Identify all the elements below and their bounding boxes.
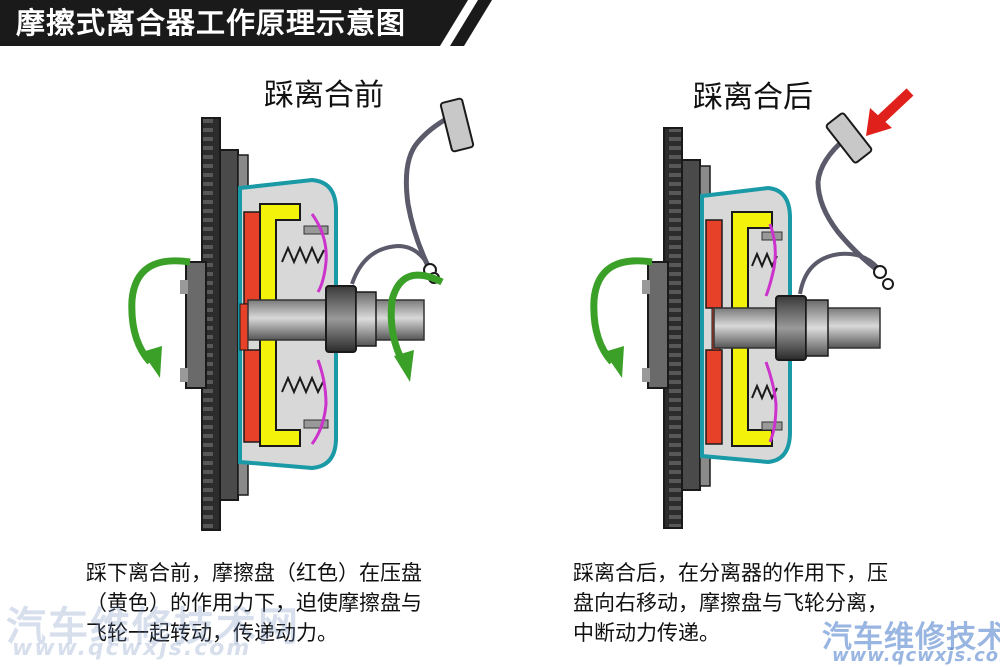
press-arrow (874, 88, 914, 126)
diaphragm-upper (764, 223, 777, 297)
clutch-pedal (439, 97, 475, 153)
caption-line: 飞轮一起转动，传递动力。 (86, 621, 338, 645)
caption-line: 踩离合后，在分离器的作用下，压 (573, 561, 888, 585)
diaphragm-upper (310, 213, 328, 293)
rotation-arrow-left (590, 257, 653, 365)
watermark-text: 汽车维修技术网 (822, 620, 1000, 655)
pressure-plate (731, 211, 773, 447)
diagram-after (590, 88, 914, 529)
diaphragm-lower (310, 359, 328, 445)
rotation-arrow-left (128, 257, 191, 365)
page-title: 摩擦式离合器工作原理示意图 (16, 6, 407, 40)
panel-title-after: 踩离合后 (693, 80, 813, 115)
caption-line: 盘向右移动，摩擦盘与飞轮分离， (573, 591, 888, 615)
clutch-pedal (825, 112, 873, 164)
spring-upper (751, 251, 778, 269)
watermark-url: www.qcwxjs.com (12, 636, 252, 661)
watermark-text: 汽车维修技术网 (6, 604, 300, 650)
rotation-arrow-right (387, 271, 444, 366)
friction-disc-upper (243, 211, 261, 305)
pedal-arm (815, 136, 882, 275)
caption-line: （黄色）的作用力下，迫使摩擦盘与 (86, 591, 422, 615)
friction-disc-lower (243, 349, 261, 443)
diaphragm-lower (764, 361, 778, 443)
title-bar-background (0, 0, 492, 46)
caption-before: 踩下离合前，摩擦盘（红色）在压盘 （黄色）的作用力下，迫使摩擦盘与 飞轮一起转动… (86, 558, 466, 648)
caption-after: 踩离合后，在分离器的作用下，压 盘向右移动，摩擦盘与飞轮分离， 中断动力传递。 (573, 558, 943, 648)
caption-line: 踩下离合前，摩擦盘（红色）在压盘 (86, 561, 422, 585)
panel-title-before: 踩离合前 (264, 78, 384, 113)
pedal-arm (403, 115, 450, 272)
spring-lower (751, 383, 778, 401)
pressure-plate (259, 203, 301, 447)
diagram-before (128, 97, 475, 531)
caption-line: 中断动力传递。 (573, 621, 720, 645)
friction-disc-upper (705, 219, 723, 309)
spring-lower (281, 375, 325, 395)
release-bearing (325, 285, 357, 353)
title-bar: 摩擦式离合器工作原理示意图 (0, 0, 1000, 46)
flywheel (681, 159, 701, 491)
watermark-url: www.qcwxjs.com (832, 645, 1000, 666)
flywheel (219, 149, 239, 501)
release-bearing (775, 295, 807, 361)
friction-disc-lower (705, 349, 723, 445)
spring-upper (281, 245, 325, 265)
